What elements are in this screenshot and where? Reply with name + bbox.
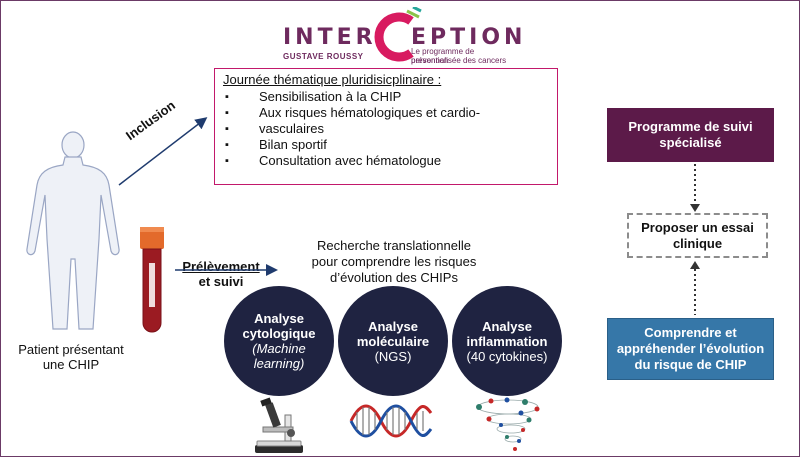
recherche-line2: pour comprendre les risques <box>311 254 477 269</box>
analyse-inflammation-circle: Analyse inflammation (40 cytokines) <box>452 286 562 396</box>
comprendre-line2: appréhender l’évolution <box>616 341 765 356</box>
essai-line1: Proposer un essai <box>641 219 754 235</box>
logo-word-right: EPTION <box>411 25 527 50</box>
logo-sub-right-1: Le programme de prévention <box>411 47 475 65</box>
human-body-icon <box>26 131 120 330</box>
journee-title: Journée thématique pluridisicplinaire : <box>223 72 442 87</box>
prelevement-label-line2: et suivi <box>198 274 244 289</box>
cyto-line4: learning) <box>253 356 305 371</box>
mol-line2: moléculaire <box>356 333 430 349</box>
patient-label: Patient présentant une CHIP <box>1 342 141 372</box>
programme-line2: spécialisé <box>659 135 722 150</box>
essai-line2: clinique <box>672 235 723 251</box>
dna-helix-icon <box>349 404 433 438</box>
analyse-cytologique-circle: Analyse cytologique (Machine learning) <box>224 286 334 396</box>
cyto-line2: cytologique <box>242 326 316 341</box>
journee-thematique-box: Journée thématique pluridisicplinaire : … <box>214 68 558 185</box>
comprendre-risque-box: Comprendre et appréhender l’évolution du… <box>607 318 774 380</box>
inflam-line1: Analyse <box>482 318 532 334</box>
journee-item-continuation: vasculaires <box>223 121 549 137</box>
mol-line1: Analyse <box>368 318 418 334</box>
logo-c-icon <box>374 7 422 62</box>
dotted-arrow-down <box>690 164 700 212</box>
prelevement-arrow <box>175 264 278 276</box>
blood-tube-icon <box>140 227 164 333</box>
programme-suivi-box: Programme de suivi spécialisé <box>607 108 774 162</box>
inclusion-arrow <box>118 117 208 186</box>
proposer-essai-box: Proposer un essai clinique <box>627 213 768 258</box>
cytokine-swirl-icon <box>476 397 540 451</box>
dotted-arrow-up <box>690 261 700 315</box>
recherche-line3: d’évolution des CHIPs <box>330 270 458 285</box>
journee-item: Consultation avec hématologue <box>223 153 549 169</box>
journee-item: Aux risques hématologiques et cardio- <box>223 105 549 121</box>
patient-label-line2: une CHIP <box>42 357 100 372</box>
recherche-line1: Recherche translationnelle <box>317 238 471 253</box>
journee-item: Sensibilisation à la CHIP <box>223 89 549 105</box>
microscope-icon <box>255 397 303 453</box>
mol-line3: (NGS) <box>374 348 412 364</box>
programme-line1: Programme de suivi <box>628 119 753 134</box>
patient-label-line1: Patient présentant <box>18 342 124 357</box>
cyto-line1: Analyse <box>254 311 304 326</box>
journee-list: Sensibilisation à la CHIP Aux risques hé… <box>223 89 549 169</box>
inflam-line2: inflammation <box>466 333 548 349</box>
logo-word-left: INTER <box>283 25 377 50</box>
logo-sub-right-2: personnalisée des cancers <box>411 56 507 65</box>
interception-logo: INTER EPTION GUSTAVE ROUSSY Le programme… <box>283 7 522 65</box>
logo-sub-left: GUSTAVE ROUSSY <box>283 52 364 61</box>
comprendre-line1: Comprendre et <box>644 325 737 340</box>
comprendre-line3: du risque de CHIP <box>634 357 747 372</box>
journee-item: Bilan sportif <box>223 137 549 153</box>
cyto-line3: (Machine <box>252 341 306 356</box>
recherche-label: Recherche translationnelle pour comprend… <box>279 238 509 286</box>
inflam-line3: (40 cytokines) <box>466 348 548 364</box>
analyse-moleculaire-circle: Analyse moléculaire (NGS) <box>338 286 448 396</box>
